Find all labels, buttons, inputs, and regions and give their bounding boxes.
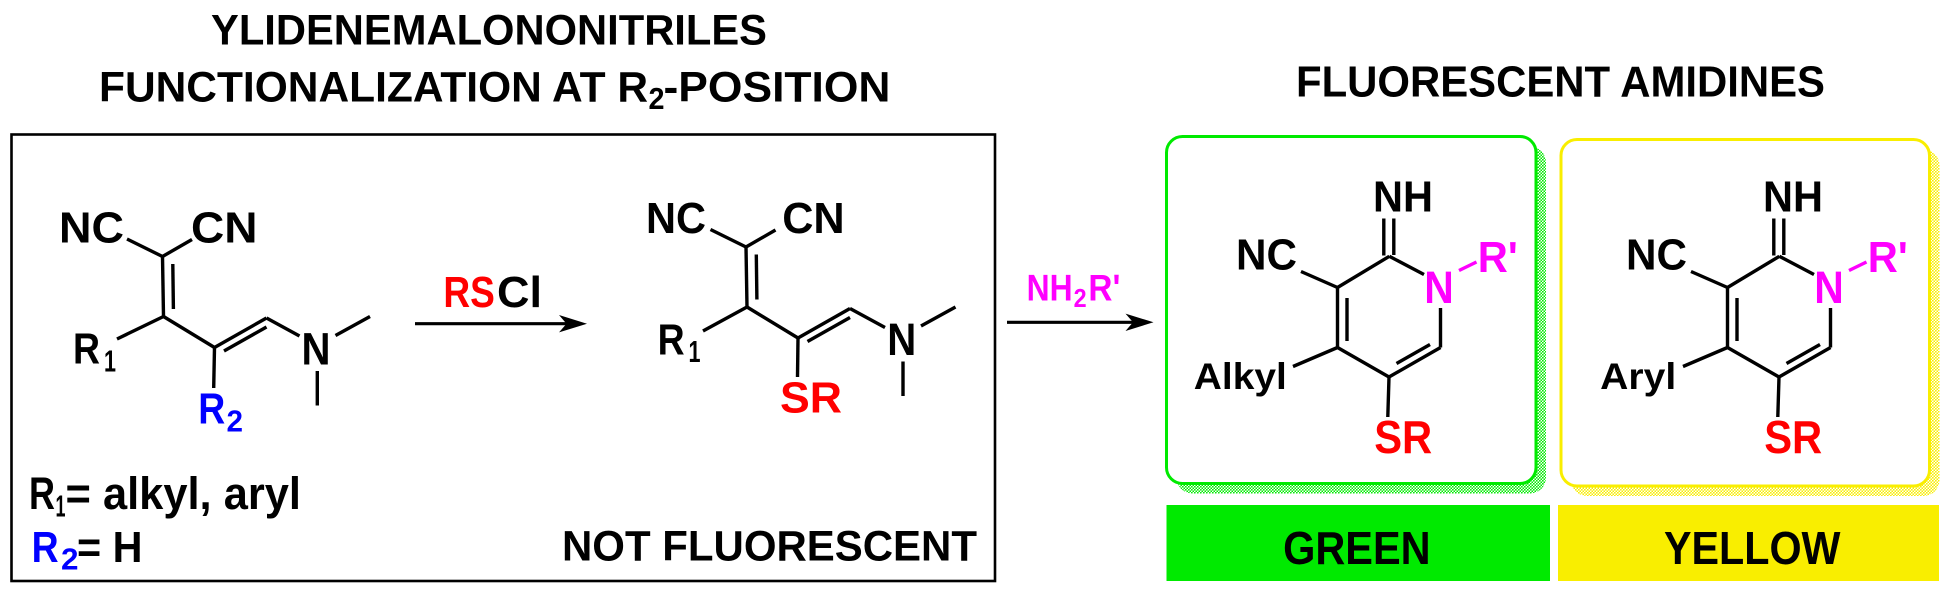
svg-text:SR: SR bbox=[780, 374, 842, 423]
svg-text:NC: NC bbox=[59, 204, 124, 253]
svg-text:N: N bbox=[1424, 262, 1454, 313]
svg-text:CN: CN bbox=[782, 194, 845, 243]
svg-text:R': R' bbox=[1478, 233, 1518, 282]
svg-text:R': R' bbox=[1088, 268, 1120, 309]
svg-text:N: N bbox=[302, 324, 331, 375]
svg-text:SR: SR bbox=[1764, 411, 1822, 463]
svg-text:NOT FLUORESCENT: NOT FLUORESCENT bbox=[562, 523, 977, 571]
svg-text:YELLOW: YELLOW bbox=[1664, 522, 1841, 574]
svg-text:-POSITION: -POSITION bbox=[664, 64, 891, 111]
svg-text:NC: NC bbox=[1626, 230, 1687, 279]
svg-text:R': R' bbox=[1868, 233, 1908, 282]
svg-text:RS: RS bbox=[443, 269, 495, 317]
svg-text:= H: = H bbox=[77, 524, 143, 572]
svg-text:GREEN: GREEN bbox=[1283, 522, 1431, 574]
svg-text:1: 1 bbox=[104, 344, 116, 379]
svg-text:R: R bbox=[73, 325, 100, 374]
svg-text:SR: SR bbox=[1374, 411, 1432, 463]
svg-text:1: 1 bbox=[689, 334, 701, 369]
svg-text:N: N bbox=[887, 314, 916, 365]
svg-text:NH: NH bbox=[1027, 268, 1073, 309]
svg-text:NH: NH bbox=[1763, 173, 1823, 222]
svg-text:2: 2 bbox=[61, 542, 79, 577]
svg-text:FLUORESCENT AMIDINES: FLUORESCENT AMIDINES bbox=[1296, 58, 1825, 107]
svg-text:FUNCTIONALIZATION AT R: FUNCTIONALIZATION AT R bbox=[99, 64, 648, 111]
svg-text:Alkyl: Alkyl bbox=[1194, 356, 1287, 397]
svg-text:= alkyl, aryl: = alkyl, aryl bbox=[66, 468, 302, 519]
svg-text:2: 2 bbox=[649, 82, 665, 116]
svg-text:R: R bbox=[658, 316, 685, 365]
svg-text:2: 2 bbox=[227, 404, 244, 439]
svg-text:YLIDENEMALONONITRILES: YLIDENEMALONONITRILES bbox=[211, 7, 767, 54]
svg-text:NC: NC bbox=[646, 194, 706, 243]
svg-text:Aryl: Aryl bbox=[1600, 356, 1676, 397]
svg-text:N: N bbox=[1814, 262, 1844, 313]
svg-text:CN: CN bbox=[191, 204, 258, 253]
svg-text:R: R bbox=[29, 468, 55, 519]
svg-text:R: R bbox=[198, 385, 225, 434]
svg-text:Cl: Cl bbox=[497, 269, 542, 317]
svg-text:2: 2 bbox=[1074, 283, 1087, 313]
svg-text:1: 1 bbox=[56, 489, 66, 524]
svg-text:NC: NC bbox=[1236, 230, 1297, 279]
svg-text:NH: NH bbox=[1373, 173, 1433, 222]
svg-text:R: R bbox=[32, 524, 59, 572]
